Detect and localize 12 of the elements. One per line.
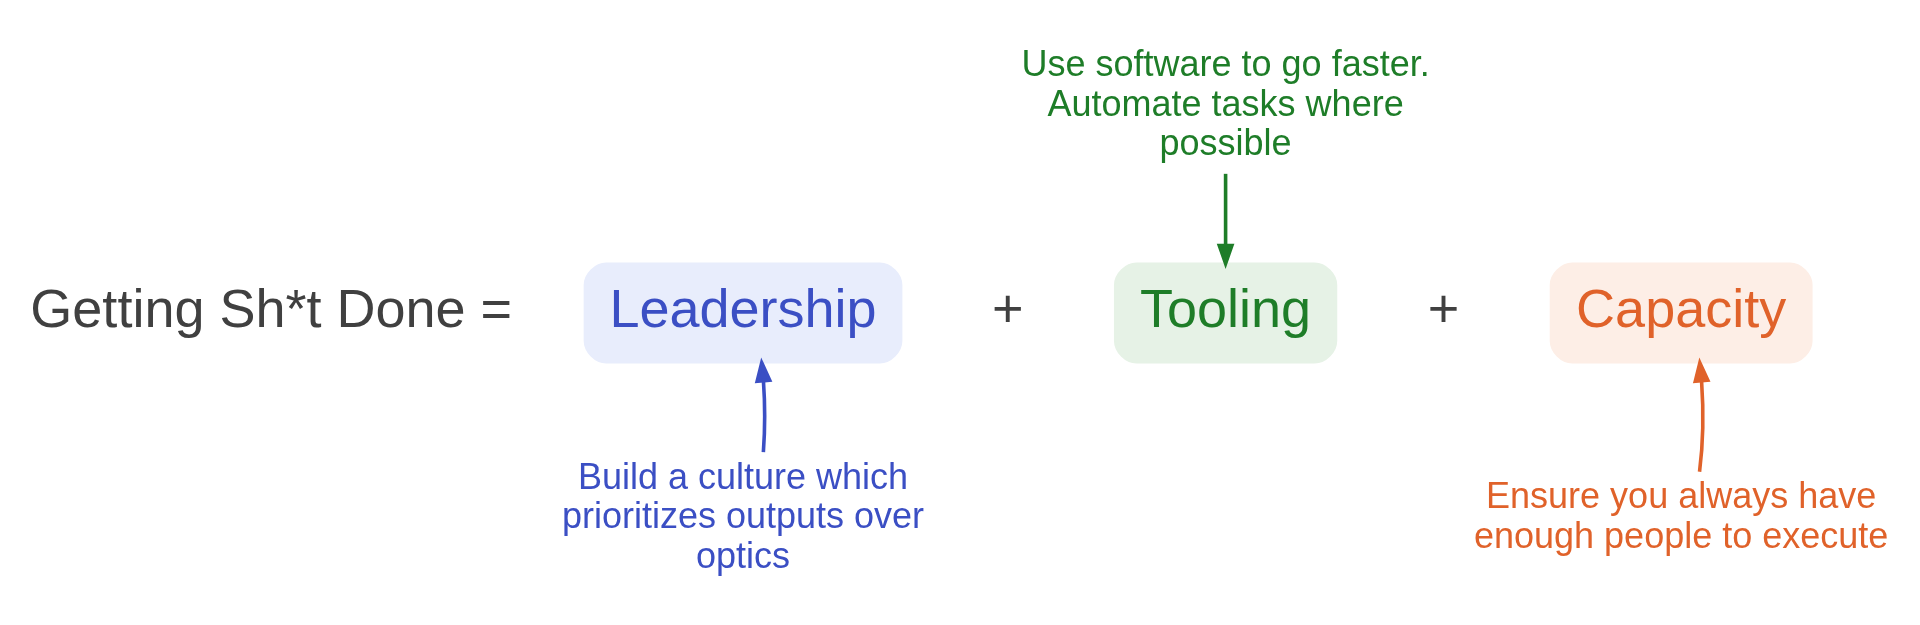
node-box: Capacity [1549,262,1813,363]
arrow [754,356,773,452]
node-text: Ensure you always have enough people to execute [1473,474,1889,556]
node-text: Use software to go faster. Automate tasks where possible [1021,42,1430,163]
node-text: Build a culture which prioritizes outputs over optics [561,455,925,576]
arrow [1692,356,1711,472]
label: + [1427,277,1460,337]
label: Getting Sh*t Done = [30,277,513,337]
node-box: Leadership [583,262,903,363]
node-box: Tooling [1113,262,1338,363]
arrow [1216,173,1235,269]
label: + [991,277,1024,337]
